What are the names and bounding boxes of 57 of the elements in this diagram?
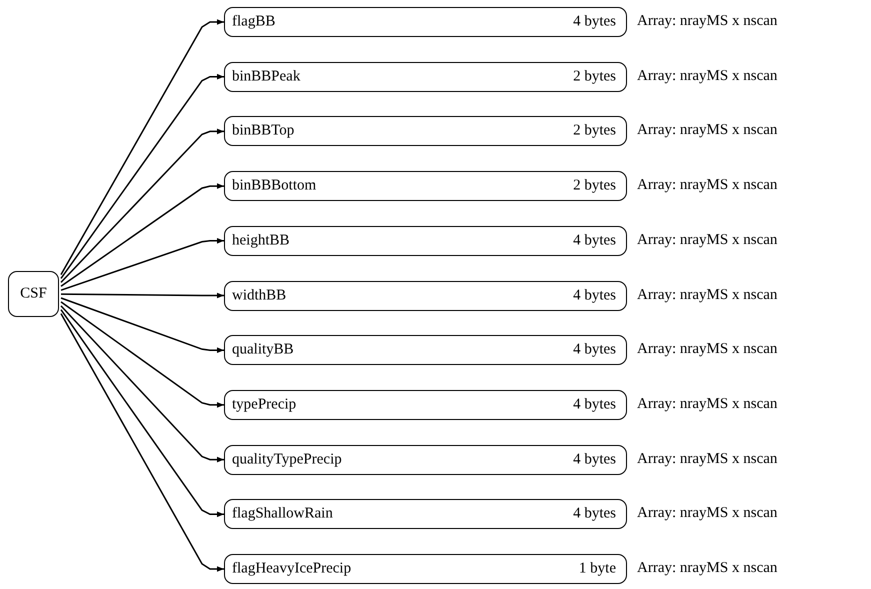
- array-dimension-note: Array: nrayMS x nscan: [637, 560, 778, 577]
- array-dimension-note: Array: nrayMS x nscan: [637, 177, 778, 194]
- field-box: [224, 280, 627, 310]
- arrow: [60, 305, 224, 462]
- arrow: [61, 292, 224, 298]
- field-name: flagShallowRain: [232, 506, 333, 523]
- field-box: [224, 554, 627, 584]
- array-dimension-note: Array: nrayMS x nscan: [637, 232, 778, 249]
- array-dimension-note: Array: nrayMS x nscan: [637, 286, 778, 304]
- field-name: binBBBottom: [232, 178, 316, 195]
- byte-size: 4 bytes: [573, 506, 616, 523]
- field-box: [224, 390, 627, 420]
- field-name: typePrecip: [232, 396, 296, 414]
- arrow: [60, 238, 224, 291]
- arrow: [60, 19, 224, 275]
- field-name: flagBB: [232, 14, 276, 30]
- field-box: [224, 7, 627, 37]
- array-dimension-note: Array: nrayMS x nscan: [637, 341, 778, 358]
- array-dimension-note: Array: nrayMS x nscan: [637, 122, 778, 140]
- field-box: [224, 171, 627, 202]
- array-dimension-note: Array: nrayMS x nscan: [637, 505, 778, 522]
- field-name: binBBPeak: [232, 68, 300, 86]
- field-box: [224, 226, 627, 256]
- byte-size: 2 bytes: [573, 122, 616, 140]
- arrow: [60, 297, 224, 353]
- arrow: [60, 313, 224, 572]
- field-box: [224, 62, 627, 92]
- field-box: [224, 444, 627, 475]
- root-node-box: [8, 271, 59, 317]
- field-name: flagHeavyIcePrecip: [232, 560, 352, 578]
- field-name: binBBTop: [232, 122, 294, 140]
- byte-size: 4 bytes: [573, 287, 616, 304]
- arrow: [60, 309, 224, 518]
- field-box: [224, 499, 627, 530]
- field-box: [224, 116, 627, 146]
- field-name: heightBB: [232, 232, 290, 250]
- byte-size: 1 byte: [578, 560, 616, 578]
- field-name: widthBB: [232, 287, 286, 304]
- array-dimension-note: Array: nrayMS x nscan: [637, 68, 778, 85]
- byte-size: 4 bytes: [573, 396, 616, 414]
- arrow: [60, 128, 224, 283]
- byte-size: 4 bytes: [573, 451, 616, 468]
- node-label: CSF: [20, 286, 47, 302]
- byte-size: 4 bytes: [573, 342, 616, 359]
- byte-size: 2 bytes: [573, 68, 616, 86]
- arrow: [60, 74, 224, 279]
- field-name: qualityTypePrecip: [232, 451, 342, 468]
- field-name: qualityBB: [232, 342, 294, 359]
- array-dimension-note: Array: nrayMS x nscan: [637, 450, 778, 468]
- byte-size: 4 bytes: [573, 232, 616, 250]
- array-dimension-note: Array: nrayMS x nscan: [637, 13, 778, 30]
- field-box: [224, 335, 627, 366]
- arrow: [60, 301, 224, 408]
- byte-size: 2 bytes: [573, 178, 616, 195]
- byte-size: 4 bytes: [573, 14, 616, 30]
- array-dimension-note: Array: nrayMS x nscan: [637, 396, 778, 413]
- arrow: [60, 183, 224, 287]
